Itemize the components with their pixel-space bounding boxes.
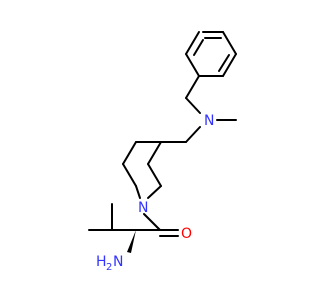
benzene-ring [185, 31, 237, 77]
molecule-canvas: N N O H 2 N [88, 31, 237, 273]
bond-benzyl [185, 75, 200, 99]
bond [122, 141, 137, 165]
amine-h-label: H [96, 254, 107, 270]
bond [135, 185, 141, 199]
stereo-wedge [127, 230, 136, 253]
piperidine-ring [122, 141, 162, 199]
amine-n-label: N [113, 254, 123, 270]
oxygen-label: O [181, 226, 192, 242]
amine-subscript-label: 2 [106, 262, 112, 273]
bond [122, 163, 137, 187]
nitrogen-amine-label: N [204, 113, 214, 129]
bond-n-ch2 [185, 126, 201, 143]
double-bond [193, 39, 204, 56]
bond [185, 31, 200, 55]
bond-n-carbonyl [143, 213, 161, 231]
bond [147, 141, 162, 165]
structure-diagram: N N O H 2 N [88, 31, 237, 273]
bond [222, 53, 237, 77]
bond [147, 163, 162, 187]
bond [185, 53, 200, 77]
bond-ch2-n [185, 97, 201, 114]
double-bond [218, 54, 230, 72]
bond [147, 185, 162, 199]
nitrogen-piperidine-label: N [138, 200, 148, 216]
bond [222, 31, 237, 55]
